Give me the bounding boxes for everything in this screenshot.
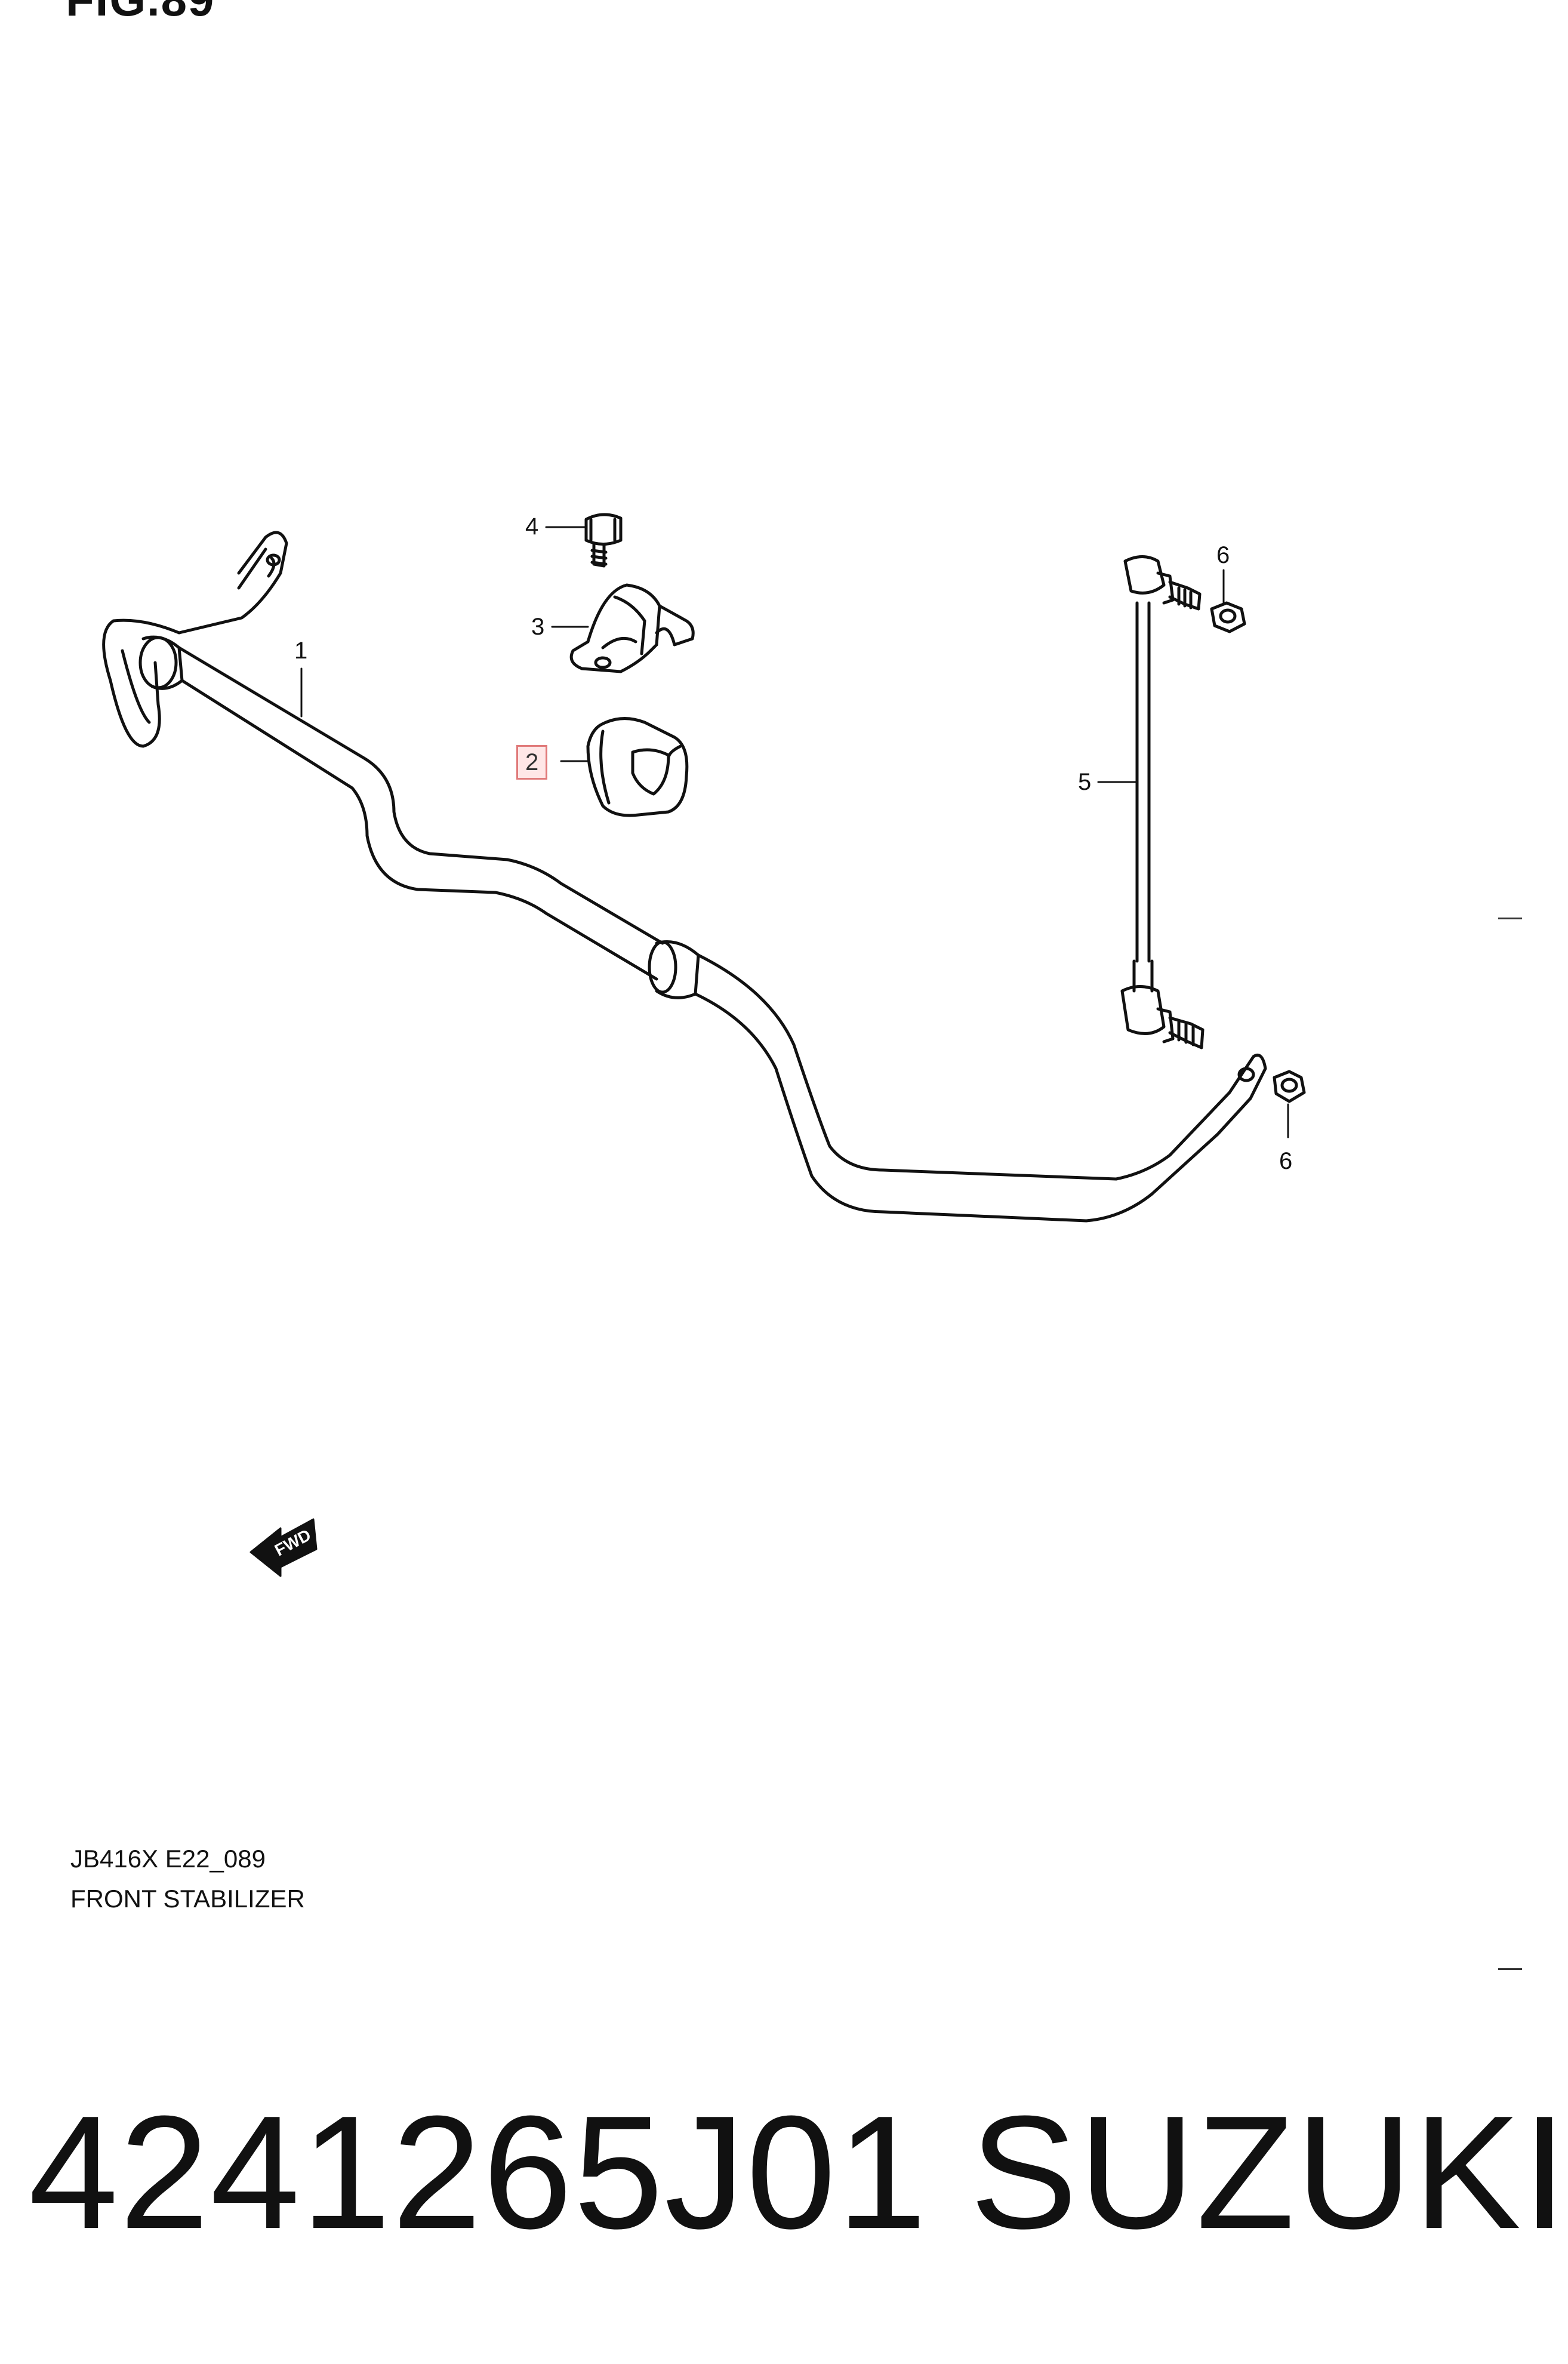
callout-6-lower: 6 — [1279, 1148, 1293, 1174]
front-stabilizer-diagram: FWD — [102, 513, 1306, 1577]
stabilizer-link — [1120, 555, 1205, 1049]
callout-4: 4 — [525, 513, 539, 540]
brand-name: SUZUKI — [970, 2083, 1568, 2263]
page: FIG.89 — [29, 0, 1567, 2263]
diagram-code: JB416X E22_089 — [70, 1845, 266, 1873]
nut-lower — [1273, 1070, 1306, 1103]
bracket — [569, 583, 695, 673]
fwd-arrow — [249, 1518, 318, 1577]
edge-mark-lower — [1498, 1968, 1522, 1970]
callout-6-upper: 6 — [1216, 542, 1230, 568]
callout-2-highlighted[interactable]: 2 — [516, 745, 548, 780]
callout-3: 3 — [531, 614, 545, 640]
diagram-caption: FRONT STABILIZER — [70, 1885, 305, 1913]
figure-header: FIG.89 — [66, 0, 215, 27]
bolt — [584, 513, 623, 568]
callout-5: 5 — [1078, 769, 1092, 795]
callout-1: 1 — [294, 638, 308, 664]
leader-lines — [300, 526, 1289, 1138]
nut-upper — [1210, 601, 1246, 633]
bushing — [586, 717, 689, 817]
part-number: 4241265J01 — [29, 2083, 928, 2263]
edge-mark-upper — [1498, 918, 1522, 919]
stabilizer-bar — [102, 531, 1267, 1223]
